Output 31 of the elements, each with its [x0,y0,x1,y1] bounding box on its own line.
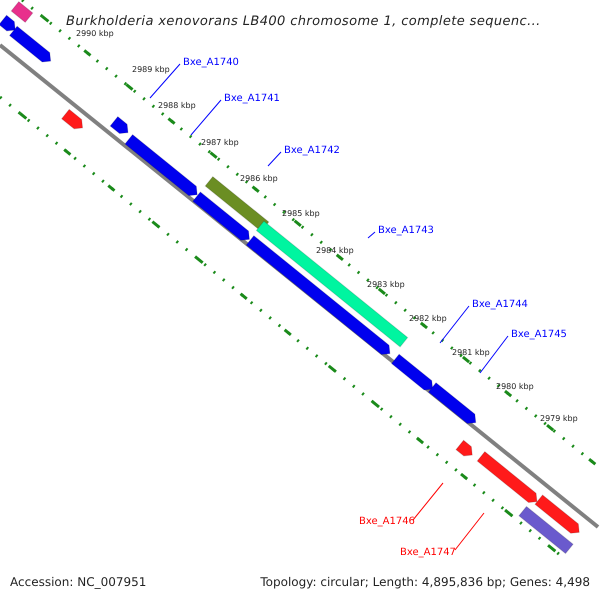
leader-line [190,100,222,136]
gene-label: Bxe_A1740 [183,58,239,68]
gene-label: Bxe_A1744 [472,300,528,310]
gene-label: Bxe_A1741 [224,94,280,104]
gene-label: Bxe_A1743 [378,226,434,236]
scale-label: 2988 kbp [158,102,196,110]
leader-line [268,152,282,166]
scale-label: 2981 kbp [452,349,490,357]
scale-label: 2983 kbp [367,281,405,289]
gene-label: Bxe_A1745 [511,330,567,340]
scale-label: 2985 kbp [282,210,320,218]
scale-label: 2986 kbp [240,175,278,183]
genome-info-text: Topology: circular; Length: 4,895,836 bp; Genes: 4,498 [260,576,590,588]
scale-label: 2987 kbp [201,139,239,147]
scale-label: 2984 kbp [316,247,354,255]
leader-line [440,306,470,344]
gene-label: Bxe_A1742 [284,146,340,156]
leader-line [368,232,376,238]
gene-label: Bxe_A1746 [359,517,415,527]
leader-line [480,336,508,374]
leader-line [150,64,180,98]
gene-label: Bxe_A1747 [400,548,456,558]
scale-label: 2989 kbp [132,66,170,74]
chart-title: Burkholderia xenovorans LB400 chromosome 1, complete sequenc... [66,15,541,28]
scale-label: 2982 kbp [409,315,447,323]
scale-label: 2990 kbp [76,30,114,38]
scale-label: 2979 kbp [540,415,578,423]
accession-text: Accession: NC_007951 [10,576,146,588]
leader-line [454,512,484,550]
scale-label: 2980 kbp [496,383,534,391]
leader-line [412,482,444,520]
